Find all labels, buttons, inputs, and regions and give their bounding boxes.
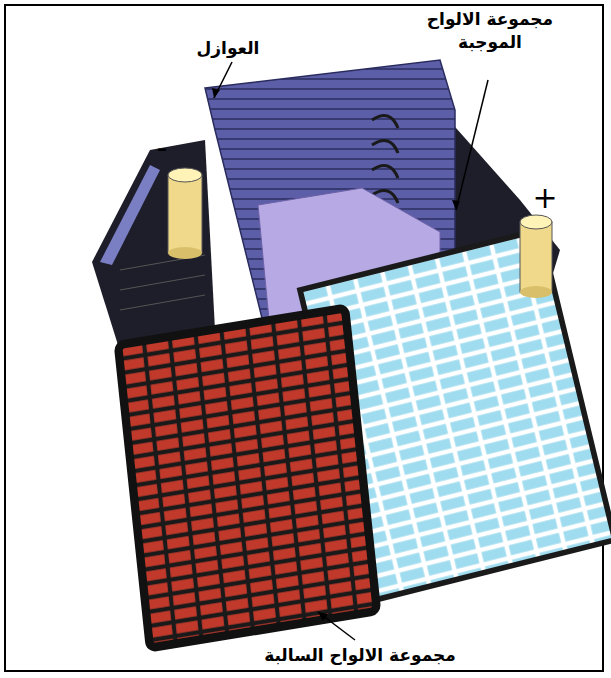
polarity-sign: + — [530, 183, 560, 213]
polarity-sign: - — [147, 133, 177, 163]
part-label: مجموعة الالواح السالبة — [230, 644, 490, 667]
part-label: مجموعة الالواح الموجبة — [415, 8, 565, 54]
part-label: العوازل — [173, 37, 283, 60]
